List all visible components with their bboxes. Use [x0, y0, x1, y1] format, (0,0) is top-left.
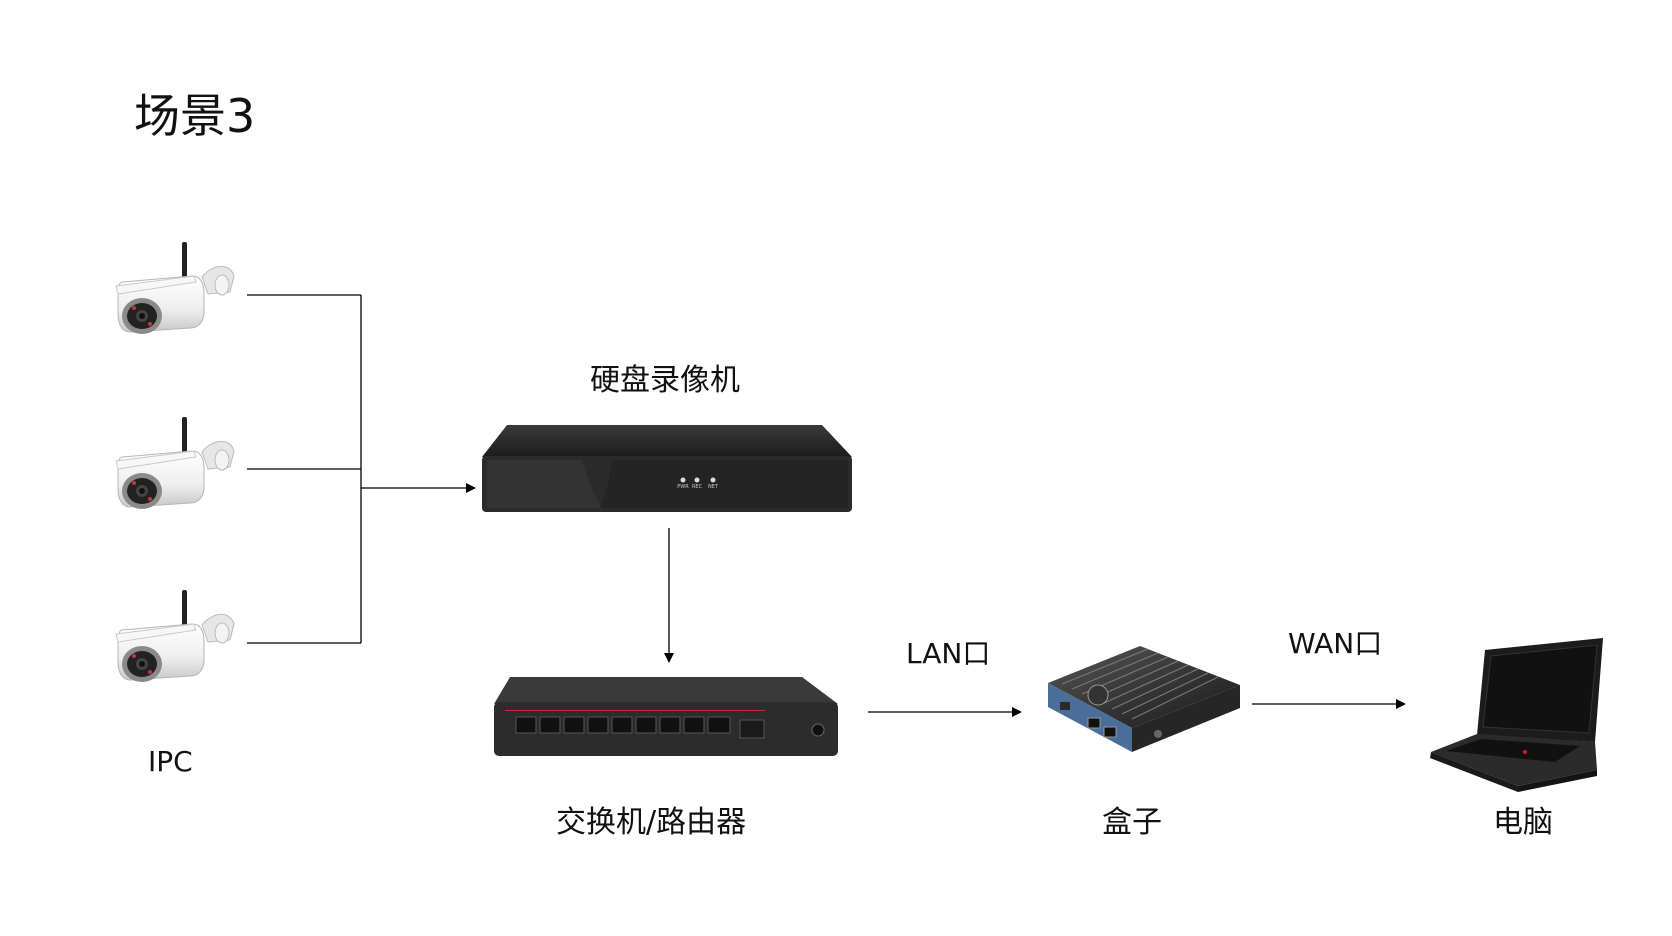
ipc-camera-1 — [115, 241, 235, 335]
nvr-device: PWR REC NET — [482, 425, 852, 512]
laptop-pc — [1430, 638, 1603, 792]
ipc-camera-2 — [115, 416, 235, 510]
nvr-led-pwr: PWR — [677, 484, 689, 490]
switch-ports — [515, 716, 765, 739]
ipc-label: IPC — [148, 745, 193, 778]
pc-label: 电脑 — [1493, 805, 1553, 840]
nvr-led-rec: REC — [692, 484, 703, 490]
switch-router-device — [494, 677, 838, 756]
ipc-connector-lines — [247, 294, 362, 644]
wan-port-label: WAN口 — [1288, 627, 1383, 660]
lan-port-label: LAN口 — [906, 637, 991, 670]
switch-label: 交换机/路由器 — [556, 805, 747, 840]
nvr-led-net: NET — [708, 484, 719, 490]
page-title: 场景3 — [134, 89, 256, 143]
ipc-camera-3 — [115, 589, 235, 683]
box-device — [1048, 646, 1240, 752]
nvr-label: 硬盘录像机 — [590, 363, 740, 398]
box-label: 盒子 — [1102, 805, 1162, 840]
